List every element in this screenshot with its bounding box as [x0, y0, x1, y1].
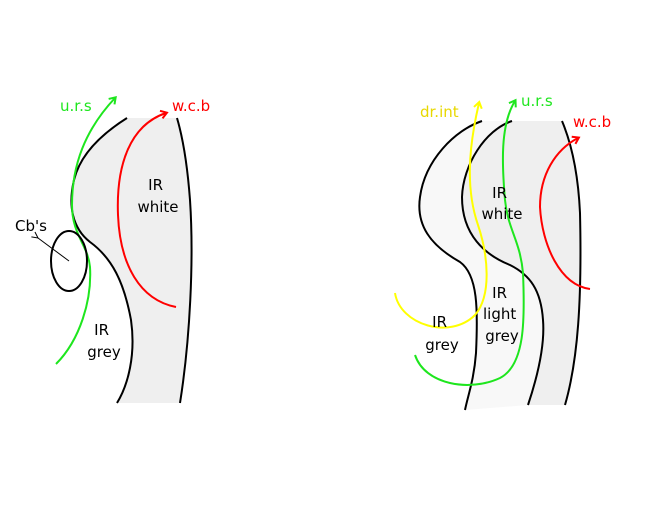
drint-arrow	[394, 100, 488, 329]
ir-white-label: IR white	[481, 184, 522, 223]
drint-label: dr.int	[420, 103, 459, 121]
urs-label: u.r.s	[521, 92, 553, 110]
right-boundary-curve	[561, 120, 582, 406]
urs-label: u.r.s	[60, 97, 92, 115]
wcb-label: w.c.b	[573, 113, 611, 131]
wcb-arrow	[116, 109, 177, 308]
ir-light-grey-label: IR light grey	[483, 284, 521, 345]
urs-arrow	[414, 98, 525, 386]
ir-white-label: IR white	[137, 176, 178, 216]
ir-light-grey-region	[419, 121, 544, 410]
right-boundary-curve	[176, 117, 193, 404]
ir-white-region	[71, 118, 192, 403]
cbs-label: Cb's	[15, 217, 47, 235]
left-boundary-curve	[70, 117, 134, 404]
wcb-arrow	[538, 135, 591, 290]
outer-boundary-curve	[418, 120, 483, 411]
right-diagram: dr.int u.r.s w.c.b IR white IR light gre…	[394, 92, 611, 411]
wcb-label: w.c.b	[172, 97, 210, 115]
ir-grey-label: IR grey	[425, 313, 459, 354]
cbs-ellipse	[50, 230, 88, 292]
cbs-pointer-arrow	[38, 238, 70, 262]
ir-grey-label: IR grey	[87, 321, 121, 361]
left-diagram: u.r.s w.c.b Cb's IR white IR grey	[15, 95, 210, 404]
